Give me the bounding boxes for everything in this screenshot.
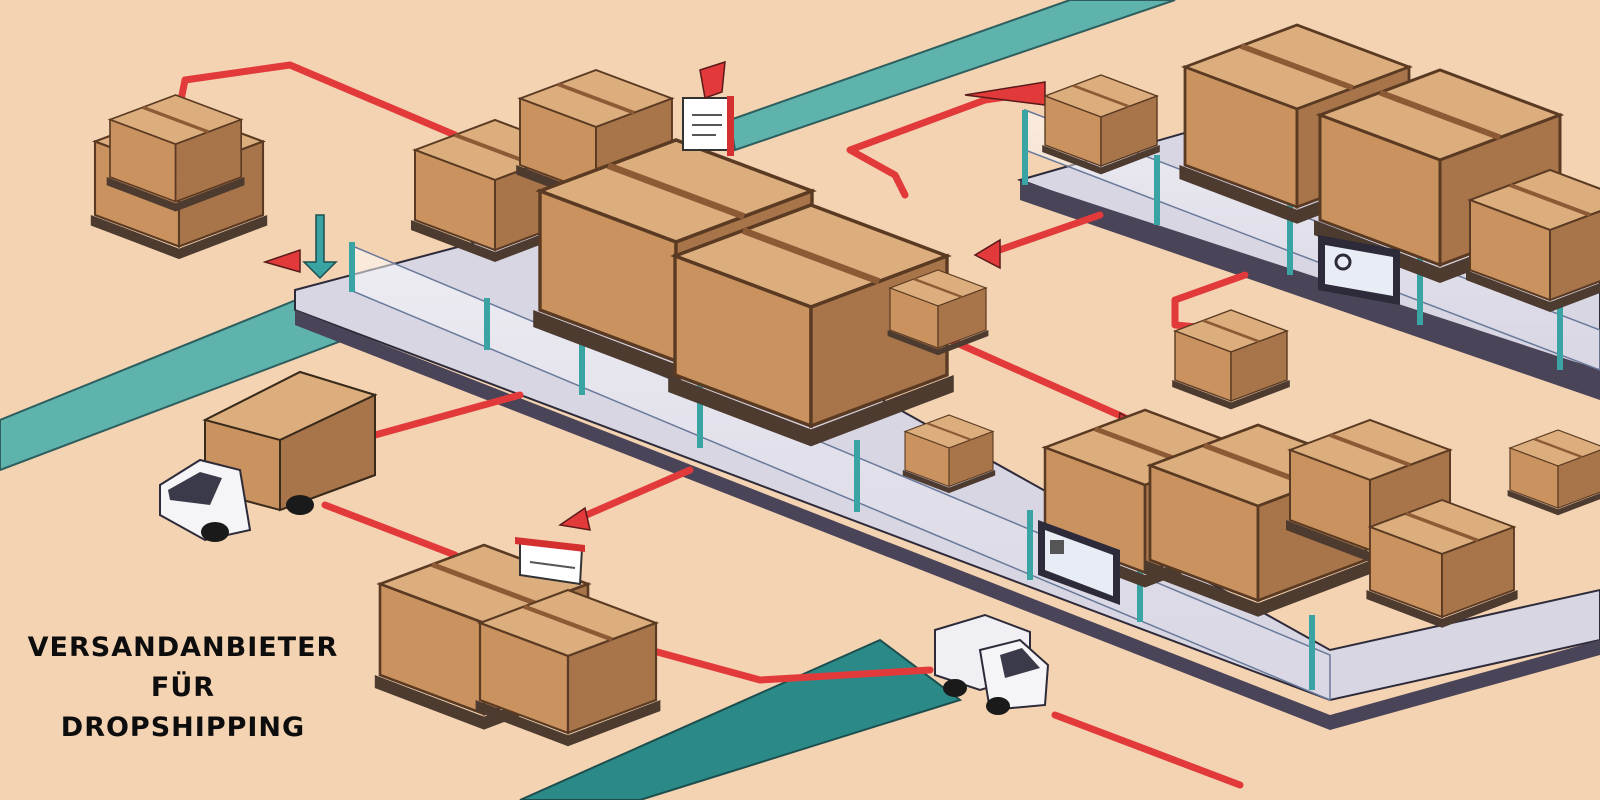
route-arrow-truck [371, 391, 524, 439]
truck-left [159, 370, 378, 542]
caption-line-2: FÜR [150, 672, 216, 703]
teal-path-bottom [519, 638, 963, 800]
route-arrow-mid-left [981, 211, 1104, 259]
caption-line-1: VERSANDANBIETER [27, 632, 339, 663]
route-arrow-bottom [646, 646, 934, 684]
route-arrow-lower [321, 501, 459, 559]
route-arrow-long [946, 336, 1134, 424]
upper-platform-edge [1020, 180, 1600, 400]
monitor-lower [1038, 520, 1120, 605]
main-platform-edge [295, 290, 1600, 730]
route-arrow-top-left [176, 61, 459, 139]
route-arrow-bottom-right [1051, 711, 1244, 789]
arrow-hook-blue [302, 214, 338, 280]
route-arrows [176, 61, 1249, 789]
sign-board-top [682, 60, 734, 156]
arrow-heads [262, 81, 1142, 531]
monitor-upper [1318, 235, 1400, 305]
truck-bottom [934, 613, 1050, 715]
caption-line-3: DROPSHIPPING [60, 712, 306, 743]
route-arrow-down [571, 466, 694, 524]
caption-title: VERSANDANBIETER FÜR DROPSHIPPING [18, 628, 348, 748]
sign-board-bottom [515, 537, 585, 586]
